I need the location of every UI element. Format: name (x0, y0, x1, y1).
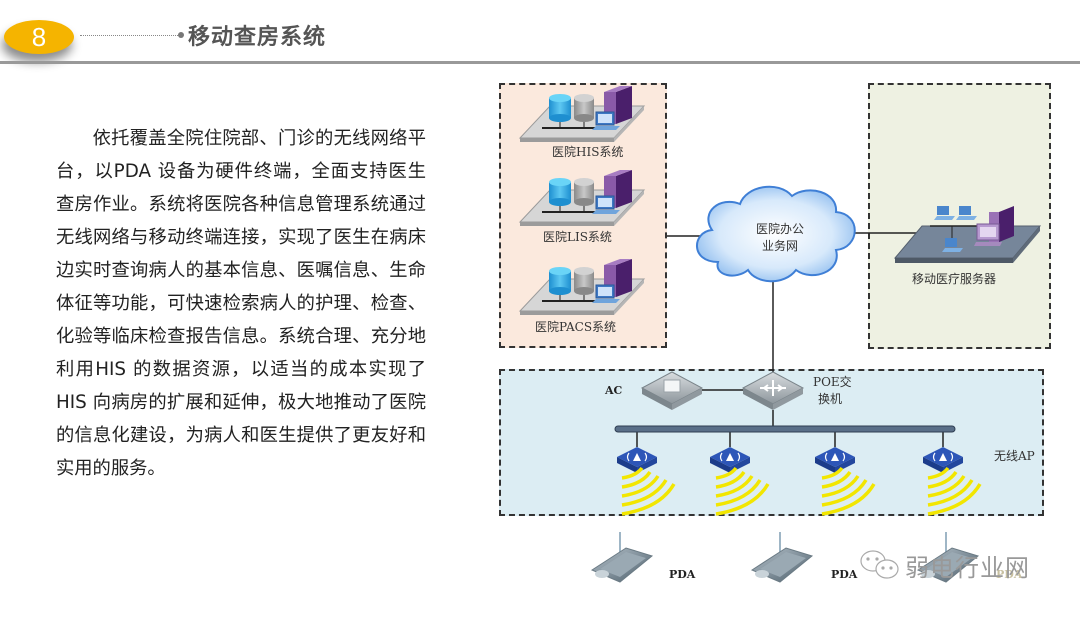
watermark-text: 弱电行业网 (905, 554, 1030, 582)
ap-icon (709, 446, 751, 474)
wifi-signal-icon (926, 466, 982, 516)
pda-device-icon (751, 531, 813, 583)
header-dot (178, 32, 184, 38)
ap-icon (922, 446, 964, 474)
description-paragraph: 依托覆盖全院住院部、门诊的无线网络平台，以PDA 设备为硬件终端，全面支持医生查… (56, 128, 426, 479)
cloud-label-line1: 医院办公 (756, 222, 805, 236)
server-label: 移动医疗服务器 (912, 272, 997, 286)
ap-icon (616, 446, 658, 474)
section-number-badge: 8 (4, 20, 74, 54)
pda-device-icon (591, 531, 653, 583)
network-bus-bar (614, 425, 956, 433)
lis-system-icon (519, 169, 645, 227)
ac-label: AC (605, 384, 623, 397)
mobile-medical-server-icon (893, 206, 1042, 263)
pda-label-2: PDA (831, 568, 858, 581)
ap-icon (814, 446, 856, 474)
pacs-system-label: 医院PACS系统 (535, 320, 617, 334)
header-dotted-line (80, 35, 180, 36)
poe-switch-icon (741, 371, 805, 410)
wireless-ap-label: 无线AP (994, 449, 1035, 463)
poe-switch-label-line1: POE交 (813, 375, 852, 389)
cloud-icon (696, 185, 856, 283)
wireless-ap-4 (922, 446, 982, 516)
poe-switch-label-line2: 换机 (818, 392, 843, 406)
pda-label-1: PDA (669, 568, 696, 581)
wechat-icon (860, 550, 899, 579)
pacs-system-icon (519, 258, 645, 316)
wireless-ap-1 (616, 446, 676, 516)
his-system-icon (519, 85, 645, 143)
lis-system-label: 医院LIS系统 (543, 230, 612, 244)
page-title: 移动查房系统 (188, 25, 327, 50)
wireless-ap-3 (814, 446, 876, 516)
ac-controller-icon (640, 371, 704, 410)
his-system-label: 医院HIS系统 (552, 145, 624, 159)
header-divider (0, 61, 1080, 64)
wifi-signal-icon (820, 466, 876, 516)
pda-label-3: PDA (996, 568, 1023, 581)
wifi-signal-icon (714, 466, 770, 516)
wireless-ap-2 (709, 446, 770, 516)
wifi-signal-icon (620, 466, 676, 516)
cloud-label-line2: 业务网 (762, 239, 799, 253)
